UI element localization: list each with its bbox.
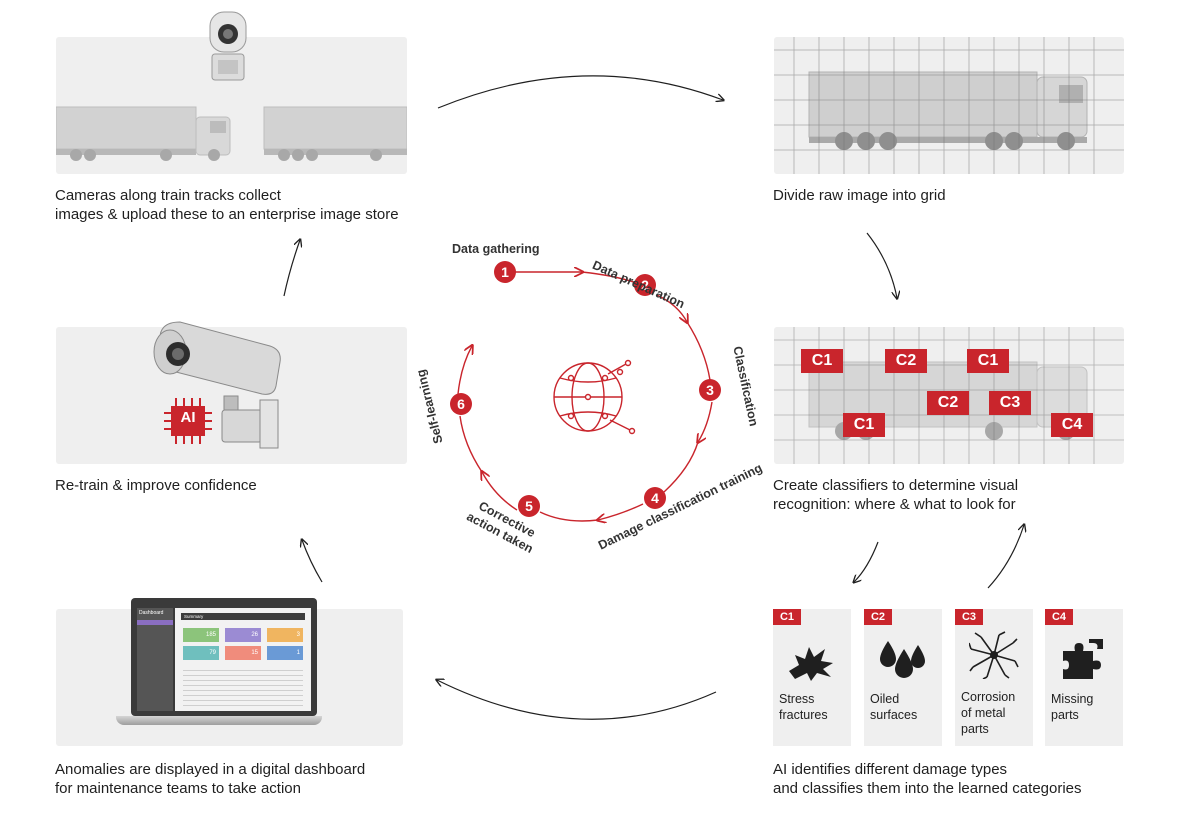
step-badge: 2 <box>634 274 656 296</box>
step-label-data-preparation: Data preparation <box>590 258 687 312</box>
step-label-classification: Classification <box>730 345 761 428</box>
stat-card: 26 <box>225 628 261 642</box>
arrow-dashboard-to-retrain <box>302 540 323 583</box>
stress-fracture-icon <box>789 647 833 681</box>
stat-card: 79 <box>183 646 219 660</box>
step-badge: 5 <box>518 495 540 517</box>
cycle-arc-6 <box>457 346 472 395</box>
caption-grid: Divide raw image into grid <box>773 187 946 204</box>
step-badge: 6 <box>450 393 472 415</box>
laptop-screen: Dashboard Summary 185 26 3 79 15 1 <box>131 598 317 716</box>
step-badge: 1 <box>494 261 516 283</box>
dashboard-table <box>183 666 303 706</box>
damage-code: C2 <box>864 609 892 625</box>
stat-card: 185 <box>183 628 219 642</box>
cycle-arc-3 <box>698 401 713 442</box>
step-label-self-learning: Self-learning <box>413 368 446 445</box>
cycle-arc-4 <box>598 503 644 520</box>
classifier-tag: C1 <box>967 349 1009 373</box>
step-badge: 3 <box>699 379 721 401</box>
puzzle-piece-icon <box>1063 639 1103 679</box>
step-label-damage-training-text: Damage classification training <box>596 460 765 553</box>
classifier-tag: C2 <box>927 391 969 415</box>
corrosion-crack-icon <box>969 631 1019 679</box>
arrow-grid-to-classifiers <box>866 232 897 298</box>
arrow-types-to-dashboard <box>437 680 717 720</box>
dashboard-header: Summary <box>181 613 305 620</box>
arrow-classifiers-to-types <box>854 541 879 582</box>
classifier-tag: C4 <box>1051 413 1093 437</box>
dashboard-sidebar: Dashboard <box>137 608 173 711</box>
stat-card: 3 <box>267 628 303 642</box>
arrow-cameras-to-grid <box>437 75 723 109</box>
ai-chip-label: AI <box>180 409 196 426</box>
ai-chip-icon <box>164 398 212 444</box>
arrow-types-to-classifiers <box>987 525 1024 589</box>
step-badge: 4 <box>644 487 666 509</box>
globe-network-icon <box>553 359 636 435</box>
damage-code: C1 <box>773 609 801 625</box>
dashboard-main: Summary 185 26 3 79 15 1 <box>175 608 311 711</box>
stat-card: 15 <box>225 646 261 660</box>
trucks-illustration <box>56 106 407 161</box>
laptop-illustration: Dashboard Summary 185 26 3 79 15 1 <box>116 598 322 732</box>
step-label-data-gathering: Data gathering <box>452 242 540 256</box>
classifier-tag: C3 <box>989 391 1031 415</box>
classifier-tag: C1 <box>801 349 843 373</box>
dashboard-title: Dashboard <box>139 610 164 616</box>
laptop-base <box>116 716 322 725</box>
arrow-retrain-to-cameras <box>283 240 300 297</box>
stat-card: 1 <box>267 646 303 660</box>
ai-camera-icon <box>153 321 281 449</box>
panel-classifiers: C1 C2 C1 C2 C3 C1 C4 <box>774 327 1124 464</box>
panel-grid-truck <box>774 37 1124 174</box>
classifier-tag: C1 <box>843 413 885 437</box>
damage-code: C4 <box>1045 609 1073 625</box>
rail-camera-icon <box>209 11 247 81</box>
classifier-tag: C2 <box>885 349 927 373</box>
caption-retrain: Re-train & improve confidence <box>55 477 257 494</box>
caption-anomalies: Anomalies are displayed in a digital das… <box>55 761 366 797</box>
oil-drops-icon <box>880 641 925 678</box>
grid-truck-illustration <box>774 37 1124 174</box>
damage-code: C3 <box>955 609 983 625</box>
